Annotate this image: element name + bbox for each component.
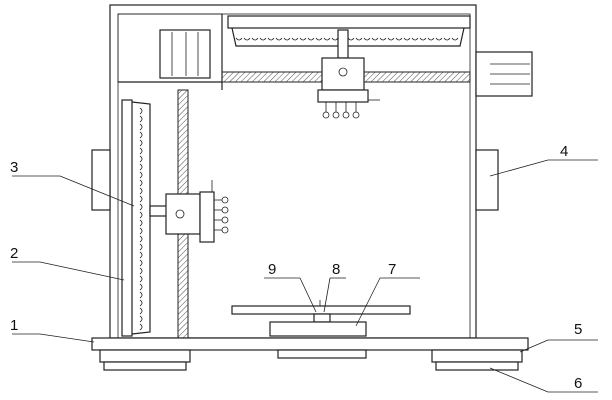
bristle xyxy=(435,37,443,41)
bristle xyxy=(139,259,143,267)
bristle xyxy=(315,37,323,41)
bristle xyxy=(139,251,143,259)
bristle xyxy=(427,37,435,41)
bristle xyxy=(139,131,143,139)
bristle xyxy=(139,323,143,331)
bristle xyxy=(419,37,427,41)
bristle xyxy=(411,37,419,41)
bristle xyxy=(139,219,143,227)
bristle xyxy=(139,307,143,315)
bristle xyxy=(139,171,143,179)
bristle xyxy=(451,37,459,41)
leader-lines xyxy=(12,159,598,393)
turntable-assembly xyxy=(231,300,411,337)
bristle xyxy=(323,37,331,41)
nozzle-tip xyxy=(221,226,229,234)
nozzle-tip xyxy=(332,111,340,119)
label-5: 5 xyxy=(574,321,582,338)
bristle xyxy=(139,139,143,147)
bristle xyxy=(379,37,387,41)
bristle xyxy=(139,195,143,203)
top-carriage xyxy=(317,29,380,119)
bristle xyxy=(395,37,403,41)
bristle xyxy=(299,37,307,41)
bristle xyxy=(235,37,243,41)
left-brush-head-3 xyxy=(121,99,151,337)
nozzle-tip xyxy=(221,216,229,224)
nozzle-tip xyxy=(322,111,330,119)
bristle xyxy=(443,37,451,41)
top-right-motor xyxy=(475,51,533,97)
bristle xyxy=(363,37,371,41)
bristle xyxy=(331,37,339,41)
bristle xyxy=(139,275,143,283)
bristle xyxy=(139,179,143,187)
top-left-motor-box xyxy=(117,13,223,90)
bristle xyxy=(139,107,143,115)
bristle xyxy=(275,37,283,41)
label-8: 8 xyxy=(332,261,340,278)
right-side-bracket-4 xyxy=(475,149,499,211)
bristle xyxy=(387,37,395,41)
bristle xyxy=(291,37,299,41)
left-side-bracket xyxy=(91,149,111,211)
bristle xyxy=(139,123,143,131)
bristle xyxy=(251,37,259,41)
bristle xyxy=(139,235,143,243)
bristle xyxy=(307,37,315,41)
nozzle-tip xyxy=(221,206,229,214)
label-2: 2 xyxy=(10,245,18,262)
label-4: 4 xyxy=(560,143,568,160)
bristle xyxy=(403,37,411,41)
bristle xyxy=(139,115,143,123)
bristle xyxy=(139,155,143,163)
bristle xyxy=(259,37,267,41)
base-plate-1 xyxy=(91,337,529,359)
nozzle-tip xyxy=(342,111,350,119)
label-3: 3 xyxy=(10,159,18,176)
bristle xyxy=(139,211,143,219)
left-carriage xyxy=(149,180,229,243)
left-foot xyxy=(99,349,191,371)
label-7: 7 xyxy=(388,261,396,278)
bristle xyxy=(139,163,143,171)
label-1: 1 xyxy=(10,317,18,334)
bristle xyxy=(267,37,275,41)
bristle xyxy=(139,283,143,291)
bristle xyxy=(347,37,355,41)
bristle xyxy=(243,37,251,41)
bristle xyxy=(139,203,143,211)
bristle xyxy=(371,37,379,41)
bristle xyxy=(139,243,143,251)
bristle xyxy=(139,315,143,323)
bristle xyxy=(139,227,143,235)
right-foot-5-6 xyxy=(431,349,523,371)
bristle xyxy=(139,291,143,299)
bristle xyxy=(139,147,143,155)
nozzle-tip xyxy=(352,111,360,119)
label-6: 6 xyxy=(574,375,582,392)
label-9: 9 xyxy=(268,261,276,278)
top-brush-head xyxy=(227,15,471,47)
bristle xyxy=(139,187,143,195)
nozzle-tip xyxy=(221,196,229,204)
bristle xyxy=(355,37,363,41)
bristle xyxy=(139,267,143,275)
bristle xyxy=(283,37,291,41)
bristle xyxy=(139,299,143,307)
